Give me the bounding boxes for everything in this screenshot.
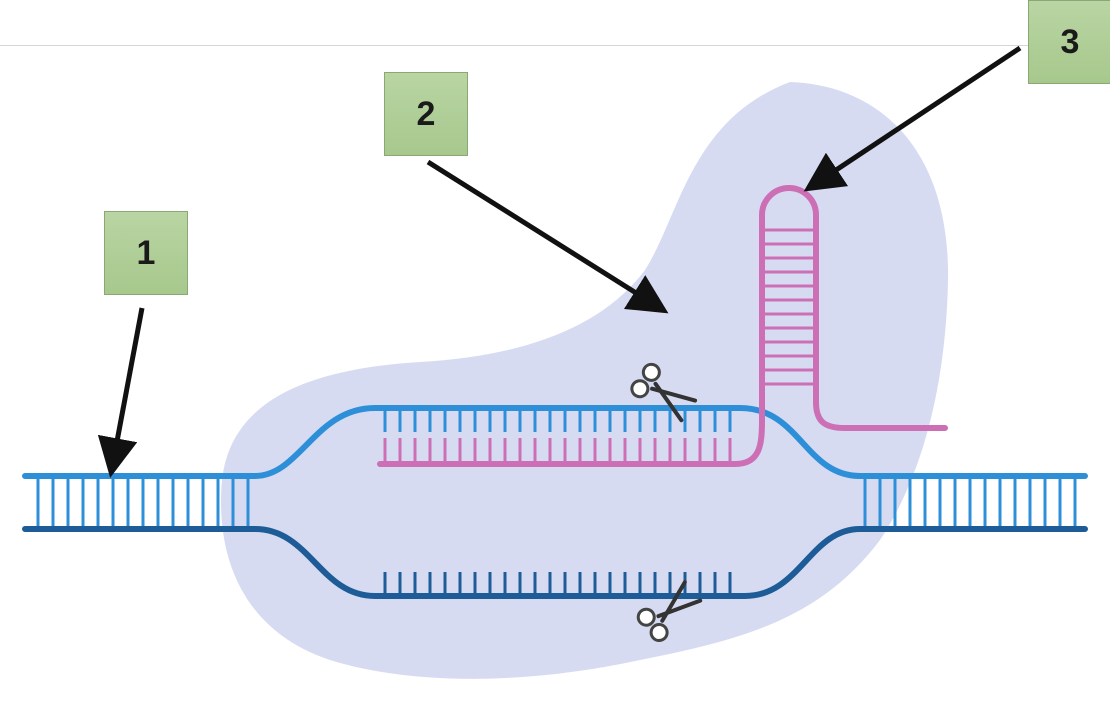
callout-label-2: 2 <box>384 72 468 156</box>
cas9-protein-blob <box>221 82 949 679</box>
arrow-1 <box>97 307 145 478</box>
scissors-icon <box>636 580 703 643</box>
scissors-icon <box>630 362 698 423</box>
callout-label-3: 3 <box>1028 0 1110 84</box>
dna-left-rungs <box>36 478 250 527</box>
arrow-3 <box>803 45 1022 192</box>
hairpin-stem-rungs <box>764 228 814 386</box>
guide-rna-bases <box>383 438 732 462</box>
dna-right-rungs <box>863 478 1077 527</box>
top-divider <box>0 45 1110 46</box>
arrow-2 <box>426 159 669 314</box>
callout-label-1: 1 <box>104 211 188 295</box>
dna-top-strand <box>22 405 1088 479</box>
dna-bottom-strand <box>22 526 1088 599</box>
guide-rna-strand <box>377 185 948 467</box>
lower-strand-bases <box>383 572 732 594</box>
upper-strand-bases <box>383 410 732 432</box>
